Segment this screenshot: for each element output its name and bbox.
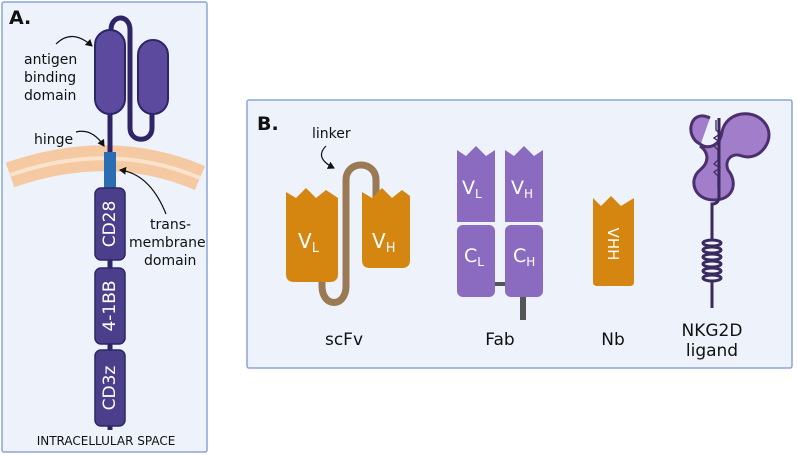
panel-a-letter: A. xyxy=(9,7,31,29)
transmembrane-segment xyxy=(104,152,116,188)
antigen-binding-arrow xyxy=(55,35,93,47)
nkg2d-ligand-group: NKG2D ligand xyxy=(682,112,771,361)
svg-text:VL: VL xyxy=(462,177,482,201)
svg-text:CH: CH xyxy=(513,245,535,269)
svg-text:VH: VH xyxy=(372,229,395,256)
svg-text:domain: domain xyxy=(24,88,76,104)
svg-text:VH: VH xyxy=(511,177,533,201)
scfv-group: VL VH linker scFv xyxy=(286,126,410,350)
panel-b-letter: B. xyxy=(257,113,279,135)
domain-4-1bb: 4-1BB xyxy=(94,267,126,345)
transmembrane-arrow xyxy=(119,166,167,215)
nb-vhh-label: VHH xyxy=(604,228,622,261)
scfv-caption: scFv xyxy=(325,330,363,350)
fab-group: VL VH CL CH Fab xyxy=(457,146,543,350)
fab-vh-domain xyxy=(505,146,543,222)
nb-group: VHH Nb xyxy=(593,196,634,350)
scfv-vh-domain xyxy=(362,188,410,268)
transmembrane-label: trans- membrane domain xyxy=(129,217,206,269)
svg-text:membrane: membrane xyxy=(129,235,206,251)
svg-text:domain: domain xyxy=(144,253,196,269)
svg-text:antigen: antigen xyxy=(24,52,77,68)
nkg2d-caption-line1: NKG2D xyxy=(682,321,743,341)
hinge-label: hinge xyxy=(34,132,73,148)
linker-arrow xyxy=(320,145,335,169)
domain-cd28-label: CD28 xyxy=(100,201,120,248)
hinge-arrow xyxy=(75,130,105,147)
intracellular-space-label: INTRACELLULAR SPACE xyxy=(37,434,176,448)
nkg2d-caption-line2: ligand xyxy=(686,341,738,361)
antigen-binding-label: antigen binding domain xyxy=(24,52,77,104)
fab-cl-domain xyxy=(457,225,495,297)
fab-caption: Fab xyxy=(485,330,514,350)
scfv-vl-domain xyxy=(286,188,338,282)
linker-label: linker xyxy=(312,126,351,142)
domain-4-1bb-label: 4-1BB xyxy=(100,280,120,331)
svg-text:VL: VL xyxy=(298,229,320,256)
nkg2d-helix xyxy=(701,238,723,283)
svg-text:trans-: trans- xyxy=(150,217,191,233)
domain-cd3z: CD3z xyxy=(94,349,126,427)
antigen-binding-domain xyxy=(94,15,169,142)
scfv-linker xyxy=(318,161,380,306)
domain-cd28: CD28 xyxy=(94,187,126,261)
nkg2d-ligand-body xyxy=(689,112,771,202)
nb-vhh-domain xyxy=(593,196,634,286)
nb-caption: Nb xyxy=(601,330,625,350)
fab-ch-domain xyxy=(505,225,543,297)
svg-text:CL: CL xyxy=(464,245,484,269)
domain-cd3z-label: CD3z xyxy=(100,366,120,411)
svg-text:binding: binding xyxy=(24,70,76,86)
fab-vl-domain xyxy=(457,146,495,222)
